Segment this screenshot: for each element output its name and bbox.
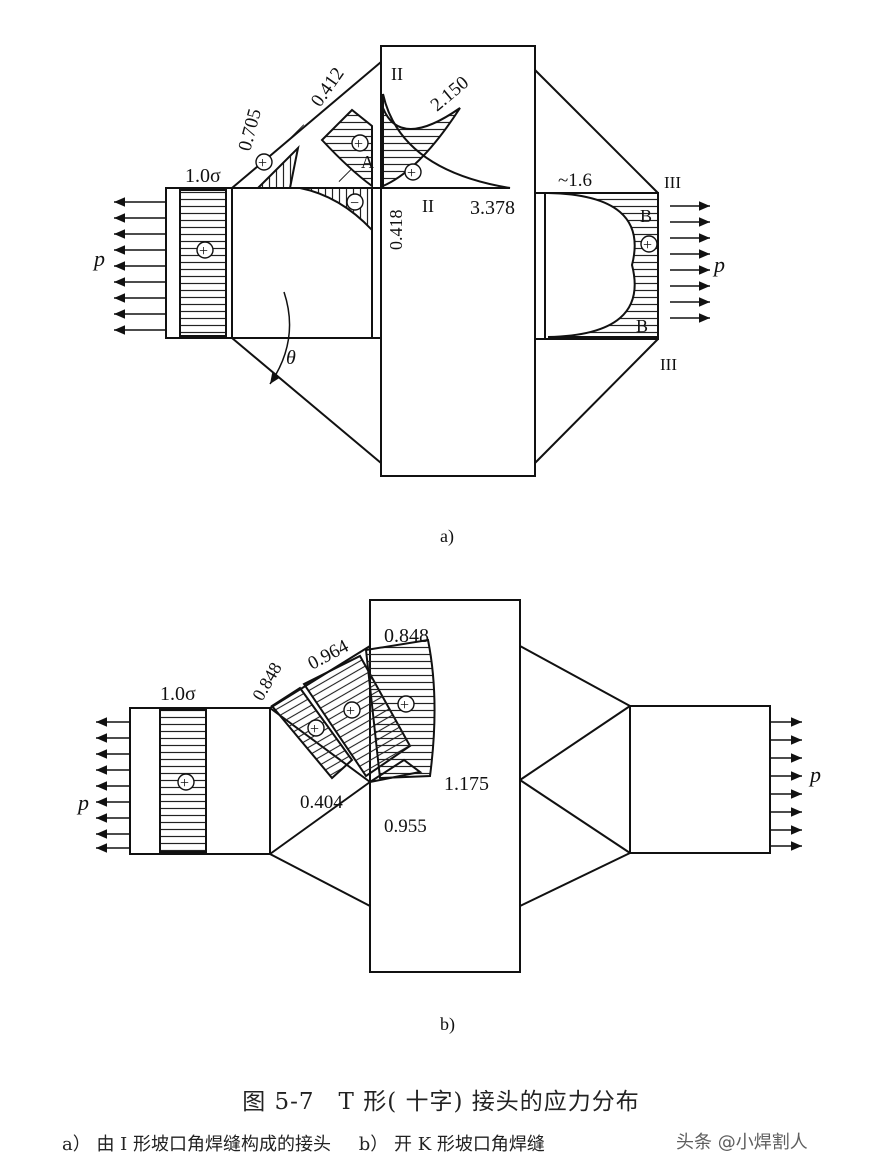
a-weld-lower-left xyxy=(231,337,382,464)
a-section-III-top: III xyxy=(664,173,681,192)
a-sub-label: a) xyxy=(440,526,454,547)
b-label-sigma: 1.0σ xyxy=(160,683,196,705)
a-label-0412: 0.412 xyxy=(307,64,349,111)
b-load-arrows-left xyxy=(96,717,130,853)
a-angle-arc xyxy=(269,291,291,385)
b-weld-right-lower xyxy=(519,852,631,907)
a-stress-2150 xyxy=(382,107,461,188)
b-label-0848a: 0.848 xyxy=(248,659,286,704)
b-groove-left-lower xyxy=(269,781,371,855)
a-load-p-left: p xyxy=(92,246,105,271)
a-circle-minus: − xyxy=(350,195,359,212)
b-load-p-right: p xyxy=(808,762,821,787)
watermark: 头条 @小焊割人 xyxy=(676,1132,808,1153)
a-label-16: ~1.6 xyxy=(558,170,592,191)
a-stress-minus xyxy=(299,187,373,233)
a-circle-plus-5: + xyxy=(643,237,652,254)
b-weld-left-lower xyxy=(269,853,371,907)
a-label-sigma: 1.0σ xyxy=(185,165,221,187)
a-weld-upper-right xyxy=(534,69,659,194)
b-load-arrows-right xyxy=(770,717,802,851)
b-load-p-left: p xyxy=(76,790,89,815)
a-weld-upper-left xyxy=(231,61,382,189)
b-circle-plus-1: + xyxy=(180,775,189,792)
a-section-III-bottom: III xyxy=(660,355,677,374)
a-label-0705: 0.705 xyxy=(235,107,266,154)
b-circle-plus-3: + xyxy=(346,703,355,720)
b-label-0404: 0.404 xyxy=(300,792,343,813)
a-section-II-top: II xyxy=(391,64,403,84)
b-vertical-plate xyxy=(369,599,521,973)
b-label-1175: 1.175 xyxy=(444,773,489,795)
a-label-dash-1: — xyxy=(282,116,310,144)
b-label-0955: 0.955 xyxy=(384,816,427,837)
a-stress-0412 xyxy=(320,108,373,188)
a-label-2150: 2.150 xyxy=(427,72,473,116)
a-stress-0705 xyxy=(255,144,300,189)
b-left-plate xyxy=(129,707,271,855)
a-label-3378: 3.378 xyxy=(470,197,515,219)
a-circle-plus-1: + xyxy=(199,243,208,260)
a-load-arrows-right xyxy=(670,201,710,323)
figure-caption-sub: a） 由 I 形坡口角焊缝构成的接头 b） 开 K 形坡口角焊缝 xyxy=(62,1130,862,1156)
a-load-arrows-left xyxy=(114,197,166,335)
a-circle-plus-2: + xyxy=(258,155,267,172)
caption-b: b） 开 K 形坡口角焊缝 xyxy=(358,1134,545,1155)
b-right-plate xyxy=(629,705,771,854)
a-point-A: A xyxy=(361,152,374,172)
a-point-B-top: B xyxy=(640,206,652,226)
a-circle-plus-4: + xyxy=(407,165,416,182)
b-circle-plus-2: + xyxy=(310,721,319,738)
a-circle-plus-3: + xyxy=(354,136,363,153)
b-circle-plus-4: + xyxy=(400,697,409,714)
a-stress-3378 xyxy=(382,93,511,189)
figure-caption-title: 图 5-7 T 形( 十字) 接头的应力分布 xyxy=(242,1089,640,1115)
b-label-0848b: 0.848 xyxy=(384,625,429,647)
b-groove-right-upper xyxy=(519,705,631,781)
a-load-p-right: p xyxy=(712,252,725,277)
a-label-0418: 0.418 xyxy=(386,210,406,251)
b-stress-0404 xyxy=(369,758,423,783)
a-angle-theta: θ xyxy=(286,347,296,369)
a-point-B-bottom: B xyxy=(636,316,648,336)
a-stress-right xyxy=(547,192,659,338)
caption-a: a） 由 I 形坡口角焊缝构成的接头 xyxy=(62,1134,332,1155)
b-groove-right-lower xyxy=(519,779,631,854)
diagram-a xyxy=(114,45,710,477)
a-section-II-mid: II xyxy=(422,196,434,216)
b-weld-right-upper xyxy=(519,645,631,707)
a-weld-lower-right xyxy=(534,338,659,464)
a-uniform-stress-block xyxy=(179,189,227,337)
diagram-b xyxy=(96,599,802,973)
b-sub-label: b) xyxy=(440,1014,455,1035)
